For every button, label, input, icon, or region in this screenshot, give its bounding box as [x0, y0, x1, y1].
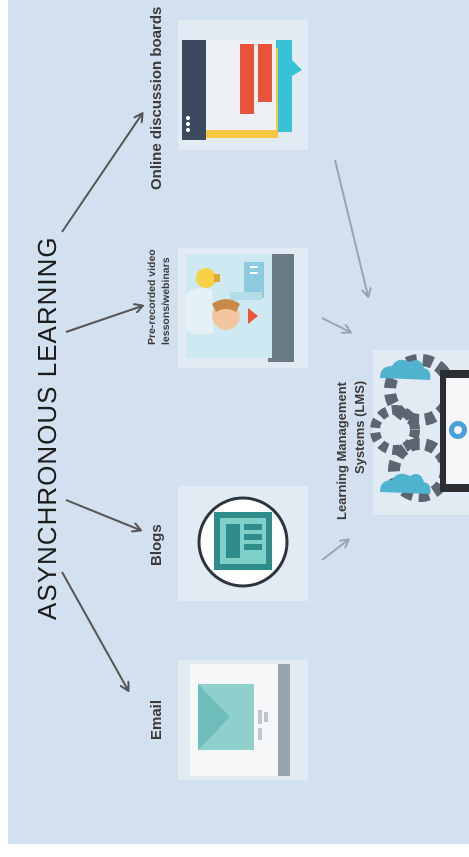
label-lms-line2: Systems (LMS) — [352, 380, 367, 474]
arrow-to-email — [61, 571, 128, 690]
video-lesson-icon — [186, 254, 294, 362]
label-lms-line1: Learning Management — [334, 382, 349, 520]
arrow-to-discussion-boards — [61, 114, 142, 233]
arrow-to-blogs — [65, 499, 140, 530]
label-email: Email — [148, 699, 165, 740]
email-icon — [190, 664, 290, 776]
label-video-lessons-line2: lessons/webinars — [160, 257, 172, 345]
discussion-board-icon — [182, 40, 302, 140]
arrow-video-to-lms — [321, 317, 350, 332]
arrow-to-video-lessons — [65, 306, 142, 333]
arrow-blogs-to-lms — [321, 540, 348, 561]
diagram-title: ASYNCHRONOUS LEARNING — [32, 236, 62, 620]
label-online-discussion-boards: Online discussion boards — [148, 6, 165, 190]
blog-icon — [197, 496, 289, 588]
arrow-discussion-to-lms — [334, 159, 368, 296]
lms-gears-icon — [370, 354, 469, 502]
label-blogs: Blogs — [148, 524, 165, 566]
label-video-lessons-line1: Pre-recorded video — [146, 249, 158, 345]
